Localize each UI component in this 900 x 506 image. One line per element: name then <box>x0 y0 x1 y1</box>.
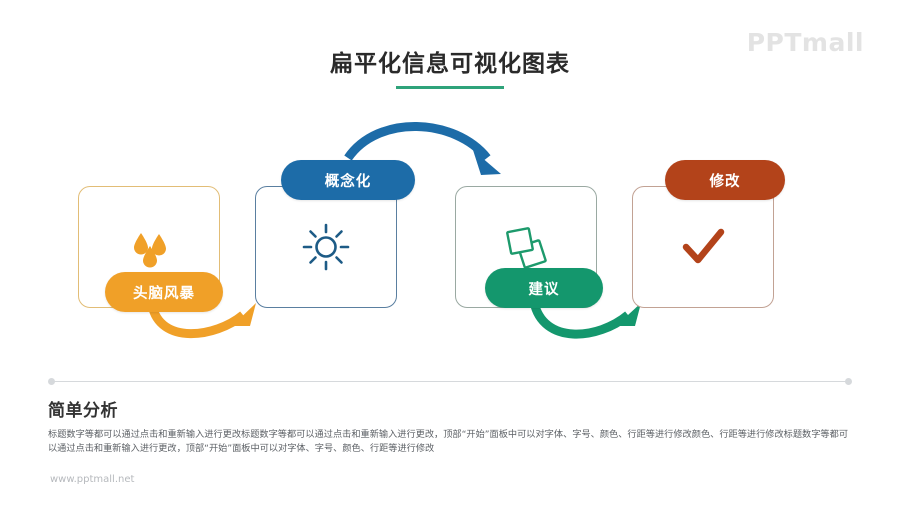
process-diagram: 头脑风暴 概念化 建议 修改 <box>0 100 900 365</box>
step-card-2[interactable] <box>255 186 397 308</box>
step-label-2[interactable]: 概念化 <box>281 160 415 200</box>
page-title: 扁平化信息可视化图表 <box>330 51 570 77</box>
divider-dot-right <box>845 378 852 385</box>
step-label-4-text: 修改 <box>709 173 741 190</box>
step-label-1-text: 头脑风暴 <box>133 285 195 302</box>
title-underline <box>396 86 504 89</box>
pptmall-logo: PPTmall <box>746 28 864 57</box>
step-label-1[interactable]: 头脑风暴 <box>105 272 223 312</box>
step-label-3-text: 建议 <box>528 281 560 298</box>
step-card-4[interactable] <box>632 186 774 308</box>
section-divider <box>48 378 852 386</box>
page-title-block: 扁平化信息可视化图表 <box>0 44 900 89</box>
step-label-2-text: 概念化 <box>324 173 372 190</box>
step-label-4[interactable]: 修改 <box>665 160 785 200</box>
divider-line <box>52 381 848 382</box>
analysis-heading: 简单分析 <box>48 401 118 421</box>
water-drops-icon <box>79 187 219 307</box>
divider-dot-left <box>48 378 55 385</box>
sun-icon <box>256 187 396 307</box>
check-icon <box>633 187 773 307</box>
analysis-body: 标题数字等都可以通过点击和重新输入进行更改标题数字等都可以通过点击和重新输入进行… <box>48 429 848 454</box>
step-label-3[interactable]: 建议 <box>485 268 603 308</box>
stacked-cards-icon <box>456 187 596 307</box>
footer-url: www.pptmall.net <box>50 474 135 485</box>
